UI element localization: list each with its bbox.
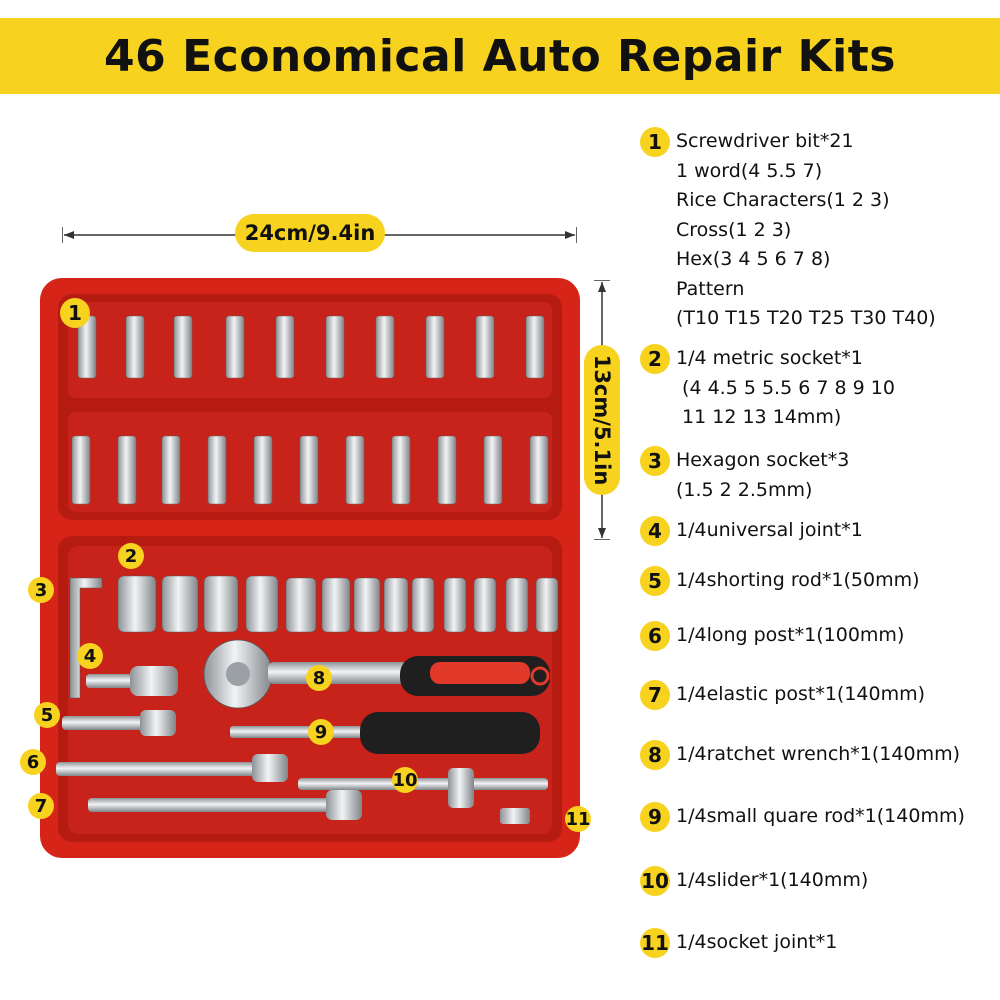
callout-6: 6	[20, 749, 46, 775]
legend-number-11: 11	[640, 928, 670, 958]
legend-text-5: 1/4shorting rod*1(50mm)	[676, 569, 920, 591]
width-dimension-label: 24cm/9.4in	[235, 214, 385, 252]
legend-text-8: 1/4ratchet wrench*1(140mm)	[676, 743, 960, 765]
legend-item-7: 7 1/4elastic post*1(140mm)	[640, 680, 925, 710]
legend-item-6: 6 1/4long post*1(100mm)	[640, 621, 904, 651]
legend-text-1: Screwdriver bit*21 1 word(4 5.5 7) Rice …	[676, 130, 936, 329]
height-dimension-text: 13cm/5.1in	[590, 354, 614, 486]
legend-number-10: 10	[640, 866, 670, 896]
legend-item-4: 4 1/4universal joint*1	[640, 516, 863, 546]
title-banner: 46 Economical Auto Repair Kits	[0, 18, 1000, 94]
legend-text-6: 1/4long post*1(100mm)	[676, 624, 905, 646]
page-title: 46 Economical Auto Repair Kits	[104, 30, 896, 82]
legend-text-11: 1/4socket joint*1	[676, 931, 838, 953]
callout-2: 2	[118, 543, 144, 569]
legend-text-7: 1/4elastic post*1(140mm)	[676, 683, 926, 705]
legend-text-4: 1/4universal joint*1	[676, 519, 863, 541]
legend-number-5: 5	[640, 566, 670, 596]
height-dimension-label: 13cm/5.1in	[584, 345, 620, 495]
callout-4: 4	[77, 643, 103, 669]
callout-10: 10	[392, 767, 418, 793]
legend-number-2: 2	[640, 344, 670, 374]
callout-1: 1	[60, 298, 90, 328]
legend-item-1: 1 Screwdriver bit*21 1 word(4 5.5 7) Ric…	[640, 127, 936, 334]
legend-item-11: 11 1/4socket joint*1	[640, 928, 837, 958]
callout-3: 3	[28, 577, 54, 603]
legend-number-6: 6	[640, 621, 670, 651]
legend-item-2: 2 1/4 metric socket*1 (4 4.5 5 5.5 6 7 8…	[640, 344, 895, 433]
callout-8: 8	[306, 665, 332, 691]
legend-text-3: Hexagon socket*3 (1.5 2 2.5mm)	[676, 449, 850, 501]
legend-text-9: 1/4small quare rod*1(140mm)	[676, 805, 965, 827]
callout-7: 7	[28, 793, 54, 819]
legend-item-10: 10 1/4slider*1(140mm)	[640, 866, 868, 896]
tool-case-image	[40, 278, 580, 858]
legend-number-7: 7	[640, 680, 670, 710]
legend-item-9: 9 1/4small quare rod*1(140mm)	[640, 802, 965, 832]
legend-number-9: 9	[640, 802, 670, 832]
legend-item-3: 3 Hexagon socket*3 (1.5 2 2.5mm)	[640, 446, 849, 505]
legend-number-8: 8	[640, 740, 670, 770]
callout-5: 5	[34, 702, 60, 728]
legend-number-3: 3	[640, 446, 670, 476]
callout-11: 11	[565, 806, 591, 832]
legend-text-10: 1/4slider*1(140mm)	[676, 869, 869, 891]
callout-9: 9	[308, 719, 334, 745]
legend-number-1: 1	[640, 127, 670, 157]
legend-text-2: 1/4 metric socket*1 (4 4.5 5 5.5 6 7 8 9…	[676, 347, 895, 428]
legend-number-4: 4	[640, 516, 670, 546]
legend-item-5: 5 1/4shorting rod*1(50mm)	[640, 566, 920, 596]
legend-item-8: 8 1/4ratchet wrench*1(140mm)	[640, 740, 960, 770]
